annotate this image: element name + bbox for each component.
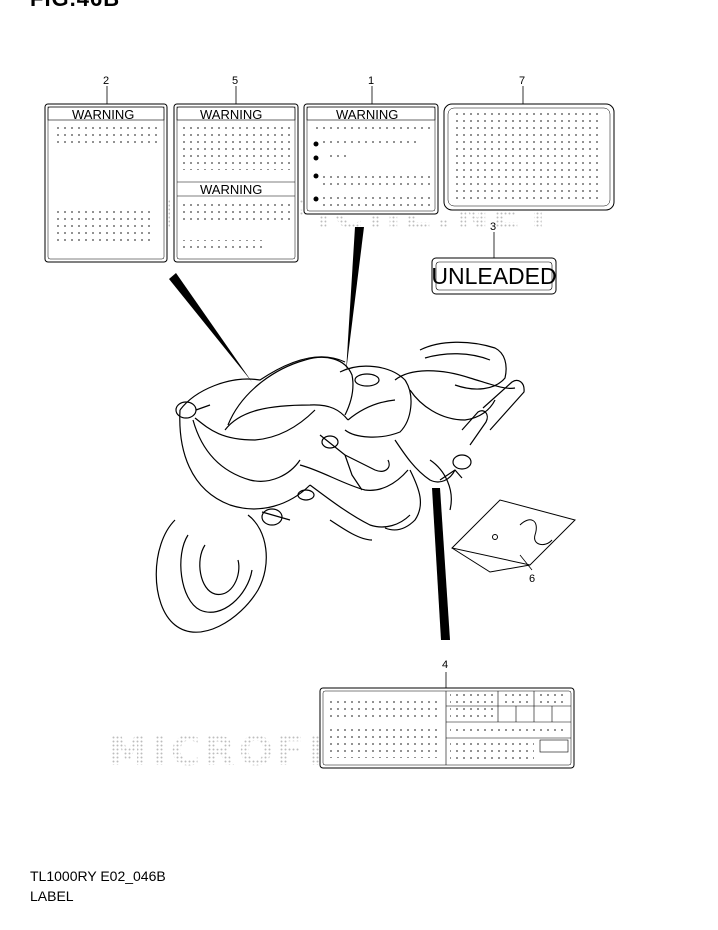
pointer-label-4 [432, 488, 450, 640]
label-5-heading-2: WARNING [200, 182, 262, 197]
label-6-sticker: 6 [450, 499, 576, 585]
motorcycle-drawing [155, 341, 525, 633]
footer-model-code: TL1000RY E02_046B [30, 868, 166, 884]
pointer-label-1 [346, 227, 364, 372]
label-7-dotted: 7 [443, 75, 615, 211]
callout-3: 3 [490, 221, 496, 233]
pointer-label-2 [169, 273, 252, 382]
label-2-heading: WARNING [72, 107, 134, 122]
callout-7: 7 [519, 75, 525, 87]
callout-2: 2 [103, 75, 109, 87]
unleaded-text: UNLEADED [431, 263, 556, 289]
label-5-warning: 5 WARNING WARNING [173, 75, 299, 263]
label-5-heading-1: WARNING [200, 107, 262, 122]
label-1-warning: 1 WARNING [303, 75, 439, 215]
callout-5: 5 [232, 75, 238, 87]
callout-1: 1 [368, 75, 374, 87]
label-4-info-plate: 4 [319, 659, 575, 769]
figure-title: FIG.46B [30, 0, 120, 12]
callout-6: 6 [529, 573, 535, 585]
callout-4: 4 [442, 659, 448, 671]
label-1-heading: WARNING [336, 107, 398, 122]
label-3-unleaded: 3 UNLEADED [431, 221, 557, 295]
footer-section: LABEL [30, 888, 74, 904]
label-2-warning: 2 WARNING [44, 75, 168, 263]
